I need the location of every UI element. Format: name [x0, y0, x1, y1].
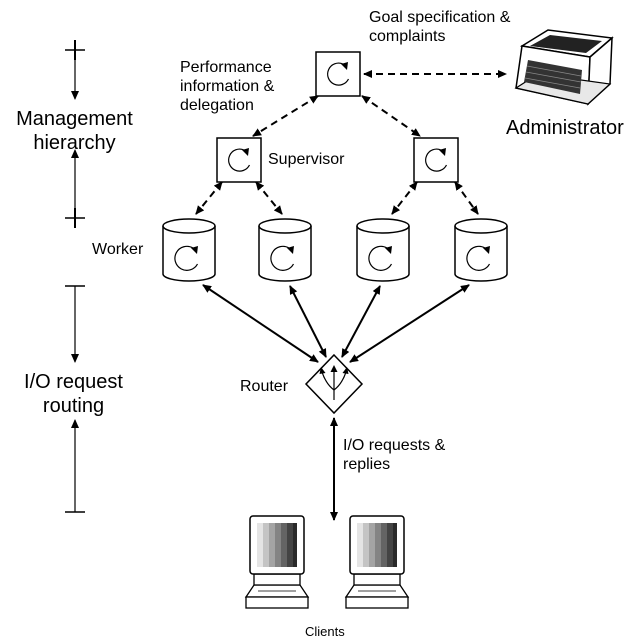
- router-label: Router: [240, 378, 289, 395]
- circular-arrow-icon: [174, 245, 199, 271]
- monitor-screen: [357, 523, 397, 567]
- desktop-computer-icon: [344, 515, 410, 609]
- circular-arrow-icon: [270, 245, 295, 271]
- supervisor-worker-link-3: [391, 181, 418, 215]
- worker2-router-link: [289, 285, 327, 358]
- worker1-router-link: [202, 284, 319, 363]
- supervisor-node-left: [216, 137, 262, 183]
- manager-supervisor-left-link: [252, 95, 319, 137]
- supervisor-node-right: [413, 137, 459, 183]
- router-node: [304, 353, 364, 415]
- circular-arrow-icon: [327, 62, 350, 86]
- circular-arrow-icon: [228, 148, 251, 172]
- io-request-routing-bracket: [65, 285, 85, 513]
- supervisor-worker-link-4: [454, 181, 479, 215]
- worker4-router-link: [349, 284, 470, 363]
- worker-node-2: [258, 218, 312, 282]
- management-hierarchy-label: Management hierarchy: [16, 108, 133, 154]
- desktop-computer-icon: [244, 515, 310, 609]
- router-fan-icon: [321, 370, 347, 400]
- worker-node-3: [356, 218, 410, 282]
- management-hierarchy-bracket: [65, 40, 85, 228]
- io-requests-replies-label: I/O requests & replies: [343, 437, 446, 474]
- goal-specification-label: Goal specification & complaints: [369, 9, 511, 46]
- manager-node: [315, 51, 361, 97]
- administrator-label: Administrator: [506, 117, 624, 139]
- clients-label: Clients: [305, 624, 345, 639]
- monitor-screen: [257, 523, 297, 567]
- supervisor-label: Supervisor: [268, 151, 345, 168]
- io-request-routing-label: I/O request routing: [24, 371, 123, 417]
- manager-supervisor-right-link: [361, 95, 421, 137]
- worker-node-1: [162, 218, 216, 282]
- circular-arrow-icon: [368, 245, 393, 271]
- circular-arrow-icon: [466, 245, 491, 271]
- worker-node-4: [454, 218, 508, 282]
- performance-information-label: Performance information & delegation: [180, 59, 275, 115]
- worker-label: Worker: [92, 241, 144, 258]
- supervisor-worker-link-1: [195, 181, 223, 215]
- supervisor-worker-link-2: [255, 181, 283, 215]
- circular-arrow-icon: [425, 148, 448, 172]
- laptop-icon: [514, 29, 614, 106]
